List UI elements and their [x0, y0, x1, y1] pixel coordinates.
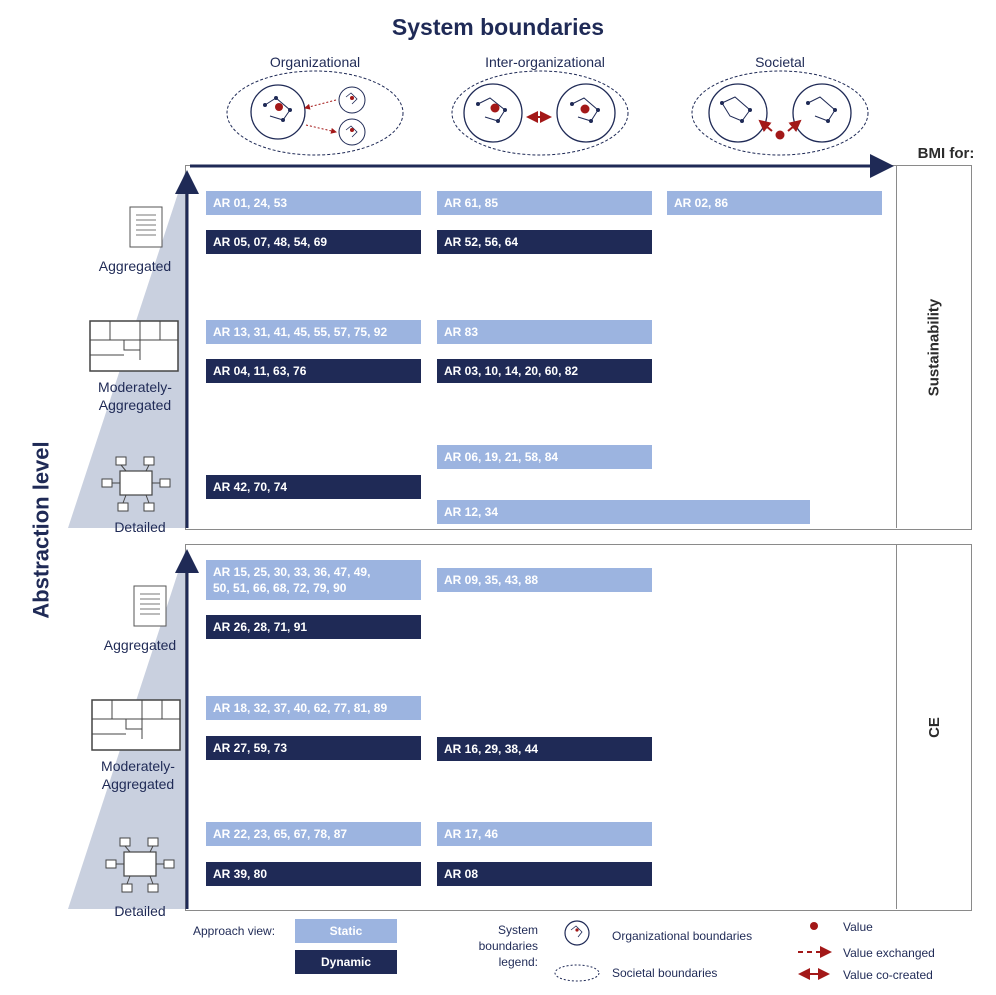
document-icon [129, 206, 163, 248]
article-bar-dynamic: AR 03, 10, 14, 20, 60, 82 [437, 359, 652, 383]
article-bar-dynamic: AR 39, 80 [206, 862, 421, 886]
system-boundary-icons [226, 70, 869, 156]
value-dot-icon [810, 922, 818, 930]
level-label-aggregated: Aggregated [98, 258, 172, 274]
article-bar-static: AR 12, 34 [437, 500, 810, 524]
article-bar-static: AR 01, 24, 53 [206, 191, 421, 215]
article-bar-static: AR 13, 31, 41, 45, 55, 57, 75, 92 [206, 320, 421, 344]
level-label-aggregated: Aggregated [103, 637, 177, 653]
legend-approach-view-label: Approach view: [193, 924, 276, 938]
level-label-moderately-aggregated: Moderately- Aggregated [98, 379, 172, 413]
legend-value-exchanged: Value exchanged [843, 946, 935, 960]
organizational-boundary-icon [226, 70, 404, 156]
article-bar-static: AR 18, 32, 37, 40, 62, 77, 81, 89 [206, 696, 421, 720]
legend-value: Value [843, 920, 873, 934]
legend-organizational-boundaries: Organizational boundaries [612, 929, 753, 943]
legend-system-boundaries-label: System boundaries legend: [478, 923, 538, 969]
floorplan-icon [91, 699, 181, 751]
level-label-moderately-aggregated: Moderately- Aggregated [101, 758, 175, 792]
article-bar-static: AR 09, 35, 43, 88 [437, 568, 652, 592]
legend-static-swatch: Static [295, 919, 397, 943]
panel-ce [185, 544, 972, 911]
column-label-organizational: Organizational [269, 54, 361, 70]
article-bar-dynamic: AR 27, 59, 73 [206, 736, 421, 760]
article-bar-dynamic: AR 26, 28, 71, 91 [206, 615, 421, 639]
societal-boundary-icon [554, 964, 600, 982]
article-bar-dynamic: AR 05, 07, 48, 54, 69 [206, 230, 421, 254]
legend-dynamic-swatch: Dynamic [295, 950, 397, 974]
floorplan-icon [89, 320, 179, 372]
network-nodes-icon [105, 837, 175, 893]
panel-sustainability [185, 165, 972, 530]
article-bar-dynamic: AR 16, 29, 38, 44 [437, 737, 652, 761]
article-bar-static: AR 61, 85 [437, 191, 652, 215]
article-bar-static: AR 15, 25, 30, 33, 36, 47, 49, 50, 51, 6… [206, 560, 421, 600]
bmi-for-label: BMI for: [917, 145, 975, 162]
side-cell-ce: CE [896, 545, 971, 909]
societal-boundary-icon [691, 70, 869, 156]
article-bar-static: AR 02, 86 [667, 191, 882, 215]
network-nodes-icon [101, 456, 171, 512]
side-cell-sustainability: Sustainability [896, 166, 971, 528]
legend-societal-boundaries: Societal boundaries [612, 966, 718, 980]
document-icon [133, 585, 167, 627]
level-label-detailed: Detailed [114, 903, 166, 919]
article-bar-static: AR 22, 23, 65, 67, 78, 87 [206, 822, 421, 846]
column-label-inter-organizational: Inter-organizational [485, 54, 605, 70]
organizational-boundary-icon [564, 920, 590, 946]
legend-value-symbols [798, 922, 832, 980]
column-label-societal: Societal [755, 54, 805, 70]
level-label-detailed: Detailed [114, 519, 166, 535]
diagram-title: System boundaries [391, 14, 605, 40]
article-bar-static: AR 06, 19, 21, 58, 84 [437, 445, 652, 469]
article-bar-dynamic: AR 42, 70, 74 [206, 475, 421, 499]
article-bar-static: AR 17, 46 [437, 822, 652, 846]
article-bar-static: AR 83 [437, 320, 652, 344]
article-bar-dynamic: AR 52, 56, 64 [437, 230, 652, 254]
legend-value-co-created: Value co-created [843, 968, 933, 982]
article-bar-dynamic: AR 08 [437, 862, 652, 886]
y-axis-label: Abstraction level [29, 441, 54, 619]
inter-organizational-boundary-icon [451, 70, 629, 156]
article-bar-dynamic: AR 04, 11, 63, 76 [206, 359, 421, 383]
legend-boundary-icons [554, 920, 600, 982]
